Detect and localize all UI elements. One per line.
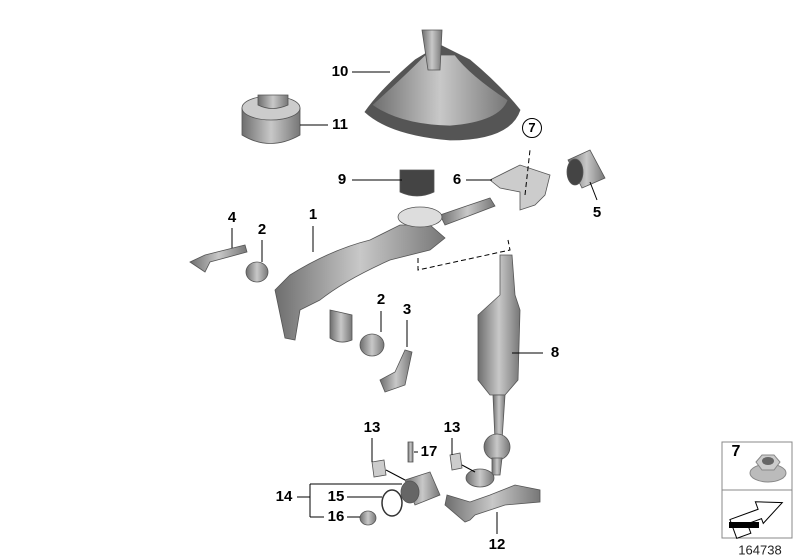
label-13b[interactable]: 13 [443, 419, 461, 436]
direction-arrow-icon [729, 501, 784, 539]
label-14[interactable]: 14 [275, 488, 293, 505]
reference-number: 164738 [738, 542, 782, 558]
label-7-circled[interactable]: 7 [522, 118, 542, 138]
label-4[interactable]: 4 [227, 209, 237, 226]
pin-17 [407, 441, 414, 463]
pin-4 [189, 244, 248, 273]
label-17[interactable]: 17 [420, 443, 438, 460]
bushing-9 [399, 169, 435, 197]
shift-boot [364, 29, 521, 141]
clip-13a [371, 459, 387, 478]
joint-14 [400, 471, 441, 506]
label-2a[interactable]: 2 [257, 221, 267, 238]
label-15[interactable]: 15 [327, 488, 345, 505]
label-6[interactable]: 6 [452, 171, 462, 188]
label-9[interactable]: 9 [337, 171, 347, 188]
label-3[interactable]: 3 [402, 301, 412, 318]
cap-16 [359, 510, 377, 526]
label-1[interactable]: 1 [308, 206, 318, 223]
label-12[interactable]: 12 [488, 536, 506, 553]
label-13a[interactable]: 13 [363, 419, 381, 436]
label-16[interactable]: 16 [327, 508, 345, 525]
o-ring-15 [381, 489, 403, 517]
bushing-2b [359, 333, 385, 357]
label-5[interactable]: 5 [592, 204, 602, 221]
bracket-6 [489, 164, 551, 211]
leader-lines [231, 71, 598, 534]
clip-13b [449, 452, 463, 471]
legend-box [721, 441, 793, 539]
shift-rod [465, 254, 521, 488]
label-2b[interactable]: 2 [376, 291, 386, 308]
hex-flange-nut-icon [749, 454, 787, 483]
label-11[interactable]: 11 [332, 116, 348, 133]
pin-3 [379, 349, 413, 393]
label-10[interactable]: 10 [331, 63, 349, 80]
selector-lever [274, 197, 496, 343]
label-8[interactable]: 8 [550, 344, 560, 361]
bearing-ring [241, 94, 301, 144]
dashed-leader [417, 149, 531, 271]
bushing-2a [245, 261, 269, 283]
coupling-arm [444, 484, 541, 523]
bushing-5 [566, 149, 606, 189]
legend-part-number: 7 [731, 443, 741, 460]
